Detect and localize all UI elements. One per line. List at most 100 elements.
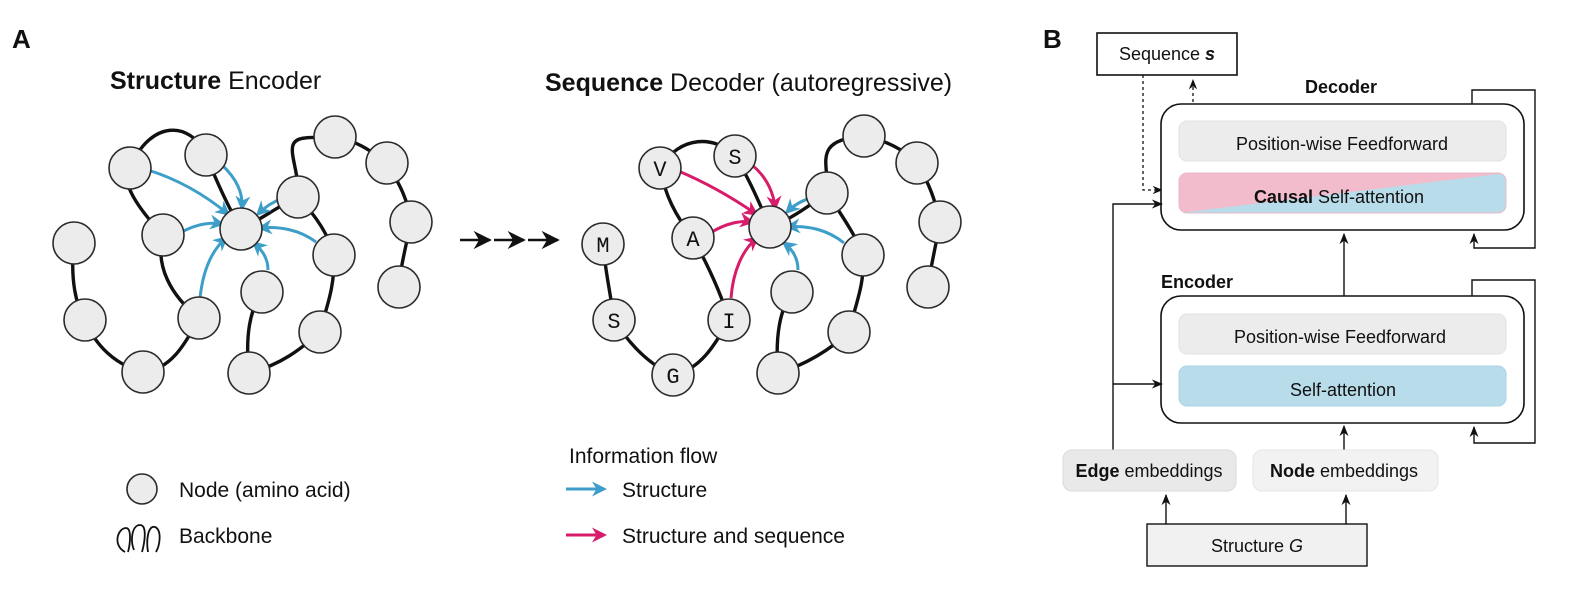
- residue-label-a: A: [686, 228, 700, 253]
- encoder-feedforward-label: Position-wise Feedforward: [1234, 327, 1446, 347]
- decoder-attention-rest: Self-attention: [1313, 187, 1424, 207]
- node-circle: [276, 175, 320, 219]
- edge-embeddings-rest: embeddings: [1119, 461, 1222, 481]
- residue-label-i: I: [722, 310, 735, 335]
- residue-label-s1: S: [728, 146, 741, 171]
- decoder-title-rest: Decoder (autoregressive): [663, 69, 952, 97]
- node-circle: [805, 171, 849, 215]
- node-circle: [377, 265, 421, 309]
- node-embeddings-rest: embeddings: [1315, 461, 1418, 481]
- node-circle: [63, 298, 107, 342]
- structure-var: G: [1289, 536, 1303, 556]
- node-circle: [298, 310, 342, 354]
- decoder-attention-label: Causal Self-attention: [1254, 187, 1424, 207]
- legend: Node (amino acid) Backbone Information f…: [116, 445, 845, 553]
- decoder-title-bold: Sequence: [545, 69, 663, 97]
- legend-structure-label: Structure: [622, 479, 707, 502]
- sequence-box-label: Sequence s: [1119, 44, 1215, 64]
- legend-backbone-label: Backbone: [179, 525, 272, 548]
- decoder-pink-arrow: [675, 168, 759, 216]
- encoder-block-title: Encoder: [1161, 272, 1233, 292]
- encoder-attention-label: Self-attention: [1290, 380, 1396, 400]
- encoder-arrow: [198, 236, 229, 299]
- residue-label-s2: S: [607, 310, 620, 335]
- legend-structure-sequence-label: Structure and sequence: [622, 525, 845, 548]
- node-circle: [841, 233, 885, 277]
- node-circle: [141, 213, 185, 257]
- node-circle: [52, 221, 96, 265]
- encoder-title-rest: Encoder: [221, 67, 321, 95]
- node-circle: [312, 233, 356, 277]
- node-circle: [770, 270, 814, 314]
- legend-backbone-icon: [116, 524, 161, 553]
- residue-label-g: G: [666, 365, 679, 390]
- edge-embeddings-label: Edge embeddings: [1075, 461, 1222, 481]
- node-circle: [108, 146, 152, 190]
- residue-node-g: [651, 353, 695, 397]
- decoder-feedforward-label: Position-wise Feedforward: [1236, 134, 1448, 154]
- decoder-blue-arrow: [781, 241, 800, 271]
- legend-flow-title: Information flow: [569, 445, 718, 468]
- edge-to-decoder-arrow: [1112, 199, 1164, 450]
- node-embeddings-box: [1252, 449, 1439, 492]
- node-circle: [756, 351, 800, 395]
- encoder-arrow: [251, 241, 270, 271]
- decoder-pink-arrow: [729, 236, 760, 299]
- encoder-feedforward: [1178, 313, 1507, 355]
- legend-node-label: Node (amino acid): [179, 479, 351, 502]
- residue-label-m: M: [596, 234, 609, 259]
- decoder-block-title: Decoder: [1305, 77, 1377, 97]
- decoder-attention-bold: Causal: [1254, 187, 1313, 207]
- encoder-graph: [52, 115, 433, 395]
- residue-node-i: [707, 298, 751, 342]
- node-circle: [184, 133, 228, 177]
- node-circle: [895, 141, 939, 185]
- node-circle: [313, 115, 357, 159]
- encoder-self-attention: [1178, 365, 1507, 407]
- decoder-pink-arrow: [751, 163, 782, 211]
- center-node: [219, 207, 263, 251]
- edge-embeddings-box: [1062, 449, 1237, 492]
- decoder-repeat-loop: [1469, 89, 1536, 249]
- structure-box-text: Structure: [1211, 536, 1289, 556]
- decoder-feedforward: [1178, 120, 1507, 162]
- edge-embeddings-bold: Edge: [1075, 461, 1119, 481]
- structure-box-label: Structure G: [1211, 536, 1303, 556]
- decoder-graph: V S M A S I G: [581, 114, 962, 397]
- node-circle: [121, 350, 165, 394]
- node-embeddings-label: Node embeddings: [1270, 461, 1418, 481]
- decoder-title: Sequence Decoder (autoregressive): [545, 69, 952, 97]
- decoder-pink-arrow: [711, 212, 755, 234]
- node-circle: [227, 351, 271, 395]
- node-circle: [827, 310, 871, 354]
- node-circle: [842, 114, 886, 158]
- residue-node-a: [671, 216, 715, 260]
- residue-label-v: V: [653, 158, 667, 183]
- sequence-box: [1096, 32, 1238, 76]
- residue-node-m: [581, 222, 625, 266]
- decoder-causal-attention: [1178, 172, 1507, 214]
- legend-node-icon: [126, 473, 158, 505]
- decoder-blue-arrow: [785, 218, 845, 245]
- node-circle: [177, 296, 221, 340]
- encoder-arrow: [147, 168, 231, 216]
- sequence-feedback-arrow: [1142, 75, 1164, 195]
- encoder-arrow: [257, 219, 317, 244]
- structure-box: [1146, 523, 1368, 567]
- residue-node-s2: [592, 298, 636, 342]
- panel-a-label: A: [12, 24, 31, 54]
- node-embeddings-bold: Node: [1270, 461, 1315, 481]
- residue-node-s1: [713, 134, 757, 178]
- encoder-arrow: [220, 163, 251, 211]
- center-node: [748, 205, 792, 249]
- residue-node-v: [638, 146, 682, 190]
- encoder-repeat-loop: [1469, 279, 1536, 444]
- node-circle: [906, 265, 950, 309]
- node-circle: [365, 141, 409, 185]
- panel-b-label: B: [1043, 24, 1062, 54]
- node-circle: [389, 200, 433, 244]
- sequence-box-text: Sequence: [1119, 44, 1205, 64]
- encoder-title-bold: Structure: [110, 67, 221, 95]
- encoder-title: Structure Encoder: [110, 67, 321, 95]
